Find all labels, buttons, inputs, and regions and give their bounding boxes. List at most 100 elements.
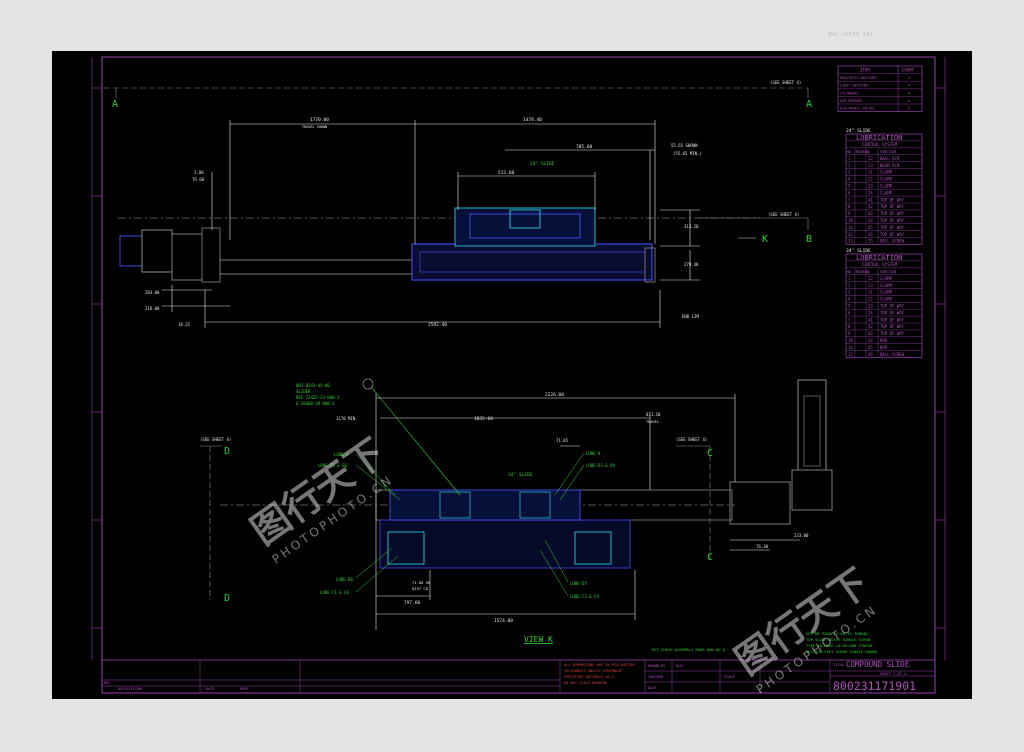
lube-label-d5: LUBE D5 <box>570 581 587 586</box>
lube-cell-no: 10 <box>848 338 853 343</box>
lube-cell-bearing: 13 <box>868 163 873 168</box>
bottom-dim-2226: 2226.00 <box>545 392 564 398</box>
lube-cell-bearing: 46 <box>868 352 873 357</box>
part-note-2: SLIDER <box>296 389 311 394</box>
lube-cell-function: BALL SCR <box>880 156 900 161</box>
lube-cell-bearing: 45 <box>868 225 873 230</box>
vertical-motor <box>797 379 827 471</box>
top-dim-216: 216.00 <box>145 306 160 311</box>
lube-header-bearing: BEARING <box>856 270 870 274</box>
lube-cell-function: TOP OF WAY <box>880 218 905 223</box>
top-dim-to60: TO 60 <box>192 177 205 182</box>
lube-cell-bearing: 23 <box>868 304 873 309</box>
title-block: REV DESCRIPTION DATE APPR ALL DIMENSIONS… <box>101 659 936 694</box>
top-dim-313: 313.20 <box>684 224 699 229</box>
lube-cell-no: 7 <box>848 317 851 322</box>
bottom-dim-233: 233.00 <box>794 533 809 538</box>
lube-cell-no: 12 <box>848 352 853 357</box>
lube-cell-no: 11 <box>848 345 853 350</box>
lube-cell-function: TOP OF WAY <box>880 317 905 322</box>
bottom-motor-mount <box>729 481 791 525</box>
top-dim-785: 785.60 <box>576 144 593 150</box>
lube-label-c1: LUBE C1 & C6 <box>320 590 349 595</box>
top-flange <box>201 227 221 283</box>
item-table-cell-count: 4 <box>908 84 910 88</box>
lube-cell-bearing: 24 <box>868 190 873 195</box>
top-carriage-nut <box>509 209 541 229</box>
lube-cell-function: BAR <box>880 345 888 350</box>
note-red-2: TOLERANCES UNLESS OTHERWISE <box>564 669 622 673</box>
lube-cell-function: BAR <box>880 338 888 343</box>
item-table-cell-count: 4 <box>908 91 910 95</box>
date-label: DATE <box>648 686 657 690</box>
lube-cell-function: CLAMP <box>880 190 893 195</box>
top-gearbox <box>171 233 203 281</box>
lube-cell-bearing: 44 <box>868 218 873 223</box>
bottom-bearing-left <box>387 531 425 565</box>
lube-cell-no: 6 <box>848 190 851 195</box>
lube-cell-no: 1 <box>848 156 851 161</box>
lube-cell-no: 11 <box>848 225 853 230</box>
rev-header-desc: DESCRIPTION <box>118 687 141 691</box>
lube-cell-function: CLAMP <box>880 283 893 288</box>
lube-cell-no: 2 <box>848 283 851 288</box>
lube-subtitle: CENTRAL SYSTEM <box>862 262 898 267</box>
note-4: SECTION SEAT SCRAP SINGLE ROUND <box>806 649 878 654</box>
lube-subtitle: CENTRAL SYSTEM <box>862 142 898 147</box>
bottom-block-2 <box>519 491 551 519</box>
scale-label: SCALE <box>724 675 735 679</box>
lube-cell-bearing: 22 <box>868 177 873 182</box>
bottom-dim-7185: 71.85 <box>556 438 569 443</box>
bottom-block-1 <box>439 491 471 519</box>
lube-cell-bearing: 43 <box>868 211 873 216</box>
top-endplate <box>644 247 656 283</box>
top-view: 1770.00 TRAVEL SHOWN 1478.40 3.00 TO 60 … <box>118 117 760 328</box>
top-dim-travel: TRAVEL SHOWN <box>302 125 327 129</box>
lube-cell-function: CLAMP <box>880 290 893 295</box>
lube-cell-bearing: 12 <box>868 156 873 161</box>
lube-leaders <box>355 452 585 597</box>
top-dim-2592: 2592.40 <box>428 322 447 328</box>
top-ballscrew <box>219 259 421 275</box>
drawing-sheet <box>52 51 972 699</box>
bottom-dim-7186: 71.86 90 <box>412 580 431 585</box>
bottom-dim-871: 871.10 <box>646 412 661 417</box>
item-table-cell-name: AIR FEEDERS <box>840 99 862 103</box>
bottom-dim-lines <box>375 394 800 630</box>
bottom-dim-1186: DIST CD <box>412 586 429 591</box>
top-slide-24: 24" SLIDE <box>530 161 555 167</box>
note-red-4: DO NOT SCALE DRAWING <box>564 681 607 685</box>
lube-cell-function: CLAMP <box>880 297 893 302</box>
lube-header-function: FUNCTION <box>880 270 896 274</box>
view-k-label: VIEW K <box>524 635 553 644</box>
top-slide-base <box>411 243 653 281</box>
lube-cell-no: 8 <box>848 324 851 329</box>
lube-header-bearing: BEARING <box>856 150 870 154</box>
marker-c-bottom: C <box>707 552 713 563</box>
note-2: TOP SLIDE HEAVY SINGLE SCREW <box>806 637 871 642</box>
top-dim-1478: 1478.40 <box>523 117 542 123</box>
lube-slide-label: 24" SLIDE <box>846 128 871 134</box>
top-carriage-inner <box>469 213 581 239</box>
item-table-cell-name: PROXIMITY SWITCHES <box>840 76 877 80</box>
top-dim-5565: 55.65 SHOWN <box>671 143 698 148</box>
item-table-cell-count: 4 <box>908 99 910 103</box>
ref-assembly: REF CHECK ASSEMBLY 8009-000-00-0 <box>652 647 726 652</box>
top-dim-1770: 1770.00 <box>310 117 329 123</box>
top-dim-5565b: (55.65 MIN.) <box>673 151 702 156</box>
lube-label-c3: LUBE C3 & C4 <box>570 594 599 599</box>
lube-cell-function: CLAMP <box>880 276 893 281</box>
top-dim-3: 3.00 <box>194 170 204 175</box>
lube-cell-function: TOP OF WAY <box>880 225 905 230</box>
bottom-carriage <box>389 489 581 521</box>
balloon-callout <box>362 378 374 390</box>
item-table-cell-name: LIMIT SWITCHES <box>840 84 869 88</box>
bottom-dim-797: 797.60 <box>404 600 421 606</box>
top-end-lim: END LIM <box>682 314 699 319</box>
lube-cell-no: 5 <box>848 184 851 189</box>
lube-header-no: NO <box>847 150 851 154</box>
